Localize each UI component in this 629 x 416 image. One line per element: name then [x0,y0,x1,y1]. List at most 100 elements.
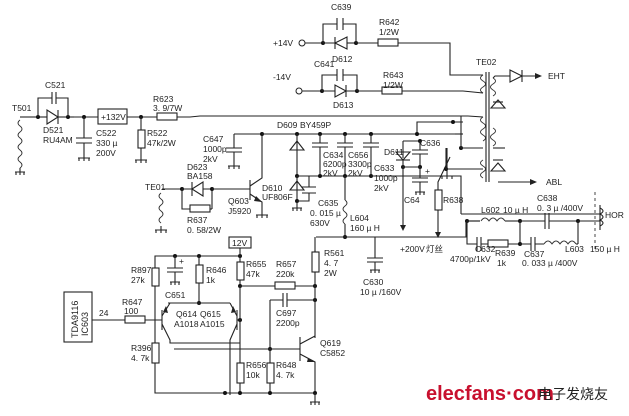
c522-label: C522 [96,128,117,138]
r643-label: R643 [383,70,404,80]
l604-value: 160 µ H [350,223,380,233]
plus14v-branch [298,18,463,76]
d609-d610-diodes [262,132,455,211]
q603-label: Q603 [228,196,249,206]
c641-label: C641 [314,59,335,69]
c638-value: 0. 3 µ /400V [537,203,583,213]
t501-label: T501 [12,103,32,113]
r655-label: R655 [246,259,267,269]
d610-value: UF806F [262,192,293,202]
c647-value1: 1000p [203,144,227,154]
filament-label: 灯丝 [426,244,444,254]
r396-value: 4. 7k [131,353,150,363]
plus14v-label: +14V [273,38,293,48]
r637-label: R637 [187,215,208,225]
q614-label: Q614 [176,309,197,319]
c656-capacitor [337,132,379,178]
driver-stage: + [92,237,320,405]
ic-pin-label: 24 [99,308,109,318]
q615-label: Q615 [200,309,221,319]
d610-label: D610 [262,183,283,193]
minus14v-branch [295,69,463,98]
c656-label: C656 [348,150,369,160]
c697-label: C697 [276,308,297,318]
d611-c636-group: + [371,120,463,231]
c636-label: C636 [420,138,441,148]
d611-label: D611 [384,147,404,157]
l603-value: 150 µ H [590,244,620,254]
c634-label: C634 [323,150,344,160]
r522-value: 47k/2W [147,138,176,148]
watermark-brand: elecfans·com [426,383,554,405]
r623-value: 3. 9/7W [153,103,182,113]
svg-text:+: + [425,166,430,176]
r638-label: R638 [443,195,464,205]
c634-value1: 6200p [323,159,347,169]
c521-label: C521 [45,80,66,90]
q619-label: Q619 [320,338,341,348]
r657-value: 220k [276,269,295,279]
c633-value1: 1000p [374,173,398,183]
r648-value: 4. 7k [276,370,295,380]
r522-resistor [135,117,147,163]
c639-top-label: C639 [331,2,352,12]
r643-value: 1/2W [383,80,403,90]
r561-label: R561 [324,248,345,258]
r646-value: 1k [206,275,216,285]
c522-capacitor [74,115,98,161]
c656-value2: 2kV [348,168,363,178]
c697-value: 2200p [276,318,300,328]
d623-label: D623 [187,162,208,172]
c633-label: C633 [374,163,395,173]
r396-label: R396 [131,343,152,353]
c630-value: 10 µ /160V [360,287,402,297]
c635-label: C635 [318,198,339,208]
r561-value1: 4. 7 [324,258,338,268]
watermark-cn: 电子发烧友 [538,387,608,403]
l604-inductor [316,176,383,273]
c635-value1: 0. 015 µ [310,208,341,218]
abl-label: ABL [546,177,562,187]
c637-label: C637 [524,249,545,259]
minus14v-label: -14V [273,72,291,82]
r642-label: R642 [379,17,400,27]
d521-diode [36,92,74,126]
c656-value1: 3300p [348,159,372,169]
l602-label: L602 [481,205,500,215]
ic603-line1: TDA9116 [70,301,80,338]
c634-capacitor [312,132,328,178]
c632-value: 4700p/1kV [450,254,491,264]
r656-value: 10k [246,370,260,380]
q619-value: C5852 [320,348,345,358]
d623-value: BA158 [187,171,213,181]
r655-value: 47k [246,269,260,279]
te01-coil [155,188,182,233]
d609-value: BY459P [300,120,332,130]
plus200v-label: +200V [400,244,425,254]
v12-label: 12V [232,238,247,248]
svg-text:+: + [179,256,184,266]
v12-box [228,236,252,249]
ic603-line2: IC603 [80,312,90,336]
c630-label: C630 [363,277,384,287]
c651-label: C651 [165,290,186,300]
l602-value: 10 µ H [503,205,528,215]
r647-label: R647 [122,297,143,307]
d609-label: D609 [277,120,298,130]
r623-label: R623 [153,94,174,104]
horizontal-yoke-network [375,192,604,251]
c647-label: C647 [203,134,224,144]
r522-label: R522 [147,128,168,138]
c632-label: C632 [475,244,496,254]
l603-label: L603 [565,244,584,254]
te02-label: TE02 [476,57,497,67]
r657-label: R657 [276,259,297,269]
v132-label: +132V [101,112,126,122]
hor-label: HOR [605,210,624,220]
te02-transformer [462,69,542,185]
r639-value: 1k [497,258,507,268]
d521-label: D521 [43,125,64,135]
te01-label: TE01 [145,182,166,192]
d613-label: D613 [333,100,354,110]
r638-resistor [434,116,483,238]
